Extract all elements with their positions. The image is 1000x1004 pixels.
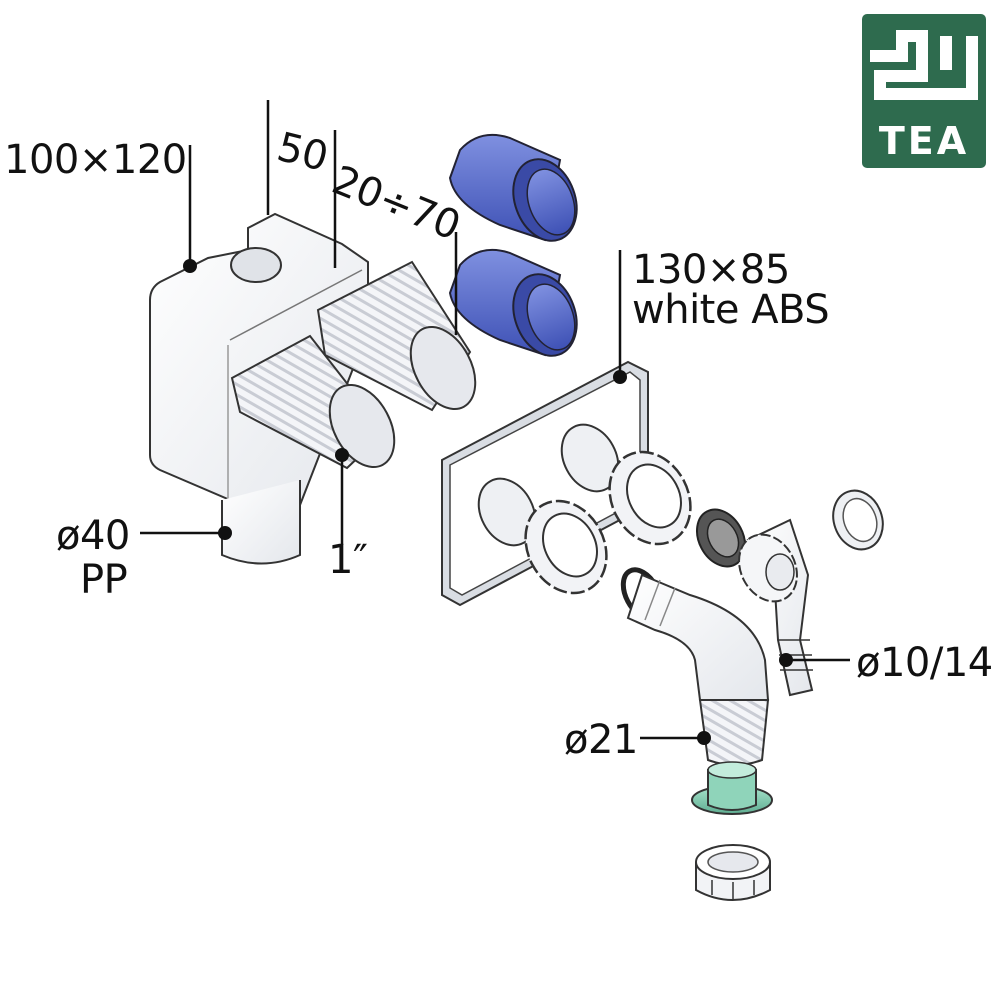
blue-cap-upper xyxy=(448,134,578,242)
label-box-size: 100×120 xyxy=(4,137,187,183)
threaded-connector-lower xyxy=(230,334,396,470)
threaded-connector-upper xyxy=(316,260,477,412)
tea-logo-mark xyxy=(870,30,978,100)
end-cap-disc xyxy=(832,489,884,551)
ring-nut-left xyxy=(524,499,608,595)
leader-lines xyxy=(140,100,850,740)
blue-cap-lower xyxy=(448,249,578,357)
label-thread: 1″ xyxy=(328,537,368,583)
logo-text: TEA xyxy=(878,119,970,163)
hose-tail-fitting xyxy=(738,518,814,697)
rubber-washer-dark xyxy=(696,508,746,568)
label-hose-tail: ø10/14 xyxy=(856,640,993,686)
leader-dots xyxy=(183,259,793,745)
ring-nut-right xyxy=(608,450,692,546)
label-depth: 50 xyxy=(272,124,333,181)
drain-outlet xyxy=(221,480,301,565)
label-drain-diameter: ø40 xyxy=(56,513,130,559)
label-drain-material: PP xyxy=(80,557,128,603)
label-plate-material: white ABS xyxy=(632,287,830,333)
label-elbow-diameter: ø21 xyxy=(564,717,638,763)
green-seal xyxy=(691,761,773,815)
bottom-ring-nut xyxy=(695,844,771,901)
label-plate-size: 130×85 xyxy=(632,247,790,293)
tea-logo: TEA xyxy=(862,14,986,168)
